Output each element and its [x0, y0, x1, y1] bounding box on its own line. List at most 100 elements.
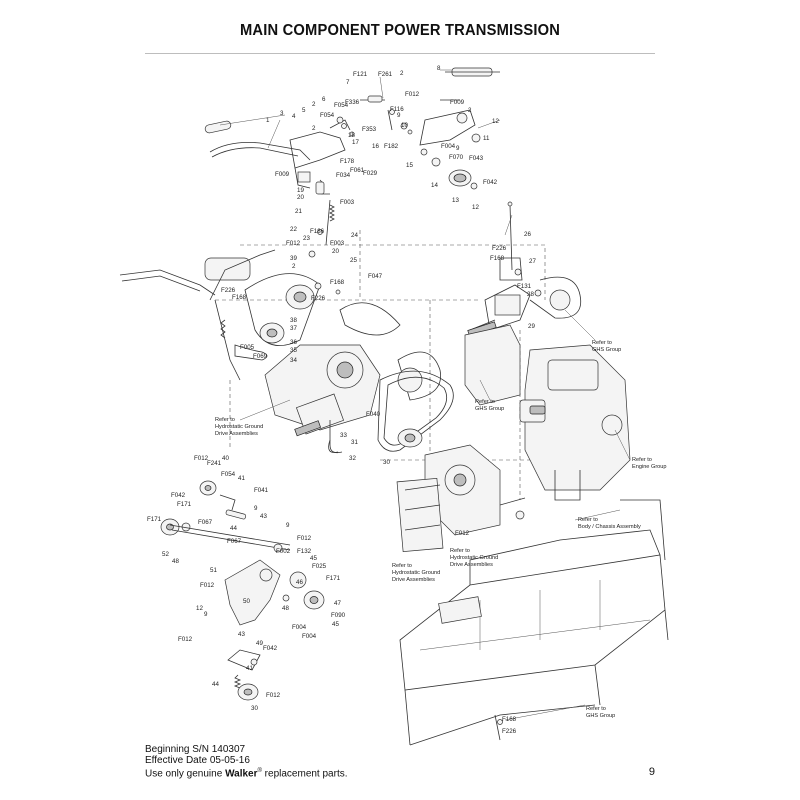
callout-label: F042 — [171, 492, 186, 499]
registered-mark: ® — [257, 768, 262, 774]
callout-label: 12 — [196, 605, 203, 612]
callout-label: 18 — [348, 132, 355, 139]
callout-label: 9 — [204, 611, 208, 618]
callout-label: F069 — [253, 353, 268, 360]
callout-label: 5 — [302, 107, 306, 114]
callout-label: 3 — [280, 110, 284, 117]
callout-label: 17 — [352, 139, 359, 146]
callout-label: F012 — [286, 240, 301, 247]
callout-label: F261 — [378, 71, 393, 78]
callout-label: 4 — [292, 113, 296, 120]
callout-label: 13 — [452, 197, 459, 204]
callout-label: F226 — [311, 295, 326, 302]
callout-label: 9 — [456, 145, 460, 152]
callout-label: 6 — [322, 96, 326, 103]
main-belt-drive — [119, 249, 401, 381]
callout-label: 1 — [266, 117, 270, 124]
serial-number: Beginning S/N 140307 — [145, 744, 246, 755]
callout-label: 45 — [332, 621, 339, 628]
brand-name: Walker — [225, 768, 258, 780]
page-number: 9 — [648, 766, 655, 778]
callout-label: F090 — [331, 612, 346, 619]
callout-label: 43 — [238, 631, 245, 638]
callout-label: 9 — [397, 112, 401, 119]
callout-label: 15 — [406, 162, 413, 169]
callout-label: F054 — [334, 102, 349, 109]
callout-label: F012 — [266, 692, 281, 699]
tensioner-assembly — [160, 420, 343, 701]
callout-label: 31 — [351, 439, 358, 446]
callout-label: F003 — [340, 199, 355, 206]
callout-label: 20 — [332, 248, 339, 255]
footer-info: Beginning S/N 140307 Effective Date 05-0… — [145, 744, 665, 779]
callout-label: 47 — [334, 600, 341, 607]
callout-label: 36 — [290, 339, 297, 346]
callout-label: 12 — [492, 118, 499, 125]
callout-label: F003 — [330, 240, 345, 247]
callout-label: 51 — [210, 567, 217, 574]
callout-label: F241 — [207, 460, 222, 467]
callout-label: 11 — [483, 135, 490, 142]
callout-label: 44 — [212, 681, 219, 688]
callout-label: F121 — [353, 71, 368, 78]
callout-label: F009 — [275, 171, 290, 178]
callout-label: F040 — [366, 411, 381, 418]
callout-label: F012 — [200, 582, 215, 589]
callout-label: F178 — [340, 158, 355, 165]
callout-label: F168 — [490, 255, 505, 262]
callout-label: 39 — [290, 255, 297, 262]
callout-label: F054 — [221, 471, 236, 478]
callout-label: 27 — [529, 258, 536, 265]
callout-label: F029 — [363, 170, 378, 177]
callout-label: F012 — [194, 455, 209, 462]
callout-label: 16 — [372, 143, 379, 150]
callout-label: 34 — [290, 357, 297, 364]
callout-label: 24 — [351, 232, 358, 239]
callout-label: 29 — [528, 323, 535, 330]
callout-label: F336 — [345, 99, 360, 106]
callout-label: 2 — [292, 263, 296, 270]
callout-label: F042 — [263, 645, 278, 652]
callout-label: 33 — [340, 432, 347, 439]
callout-label: F009 — [450, 99, 465, 106]
callout-label: F186 — [310, 228, 325, 235]
callout-label: 38 — [290, 317, 297, 324]
center-belt — [377, 370, 454, 452]
callout-label: F061 — [350, 167, 365, 174]
callout-label: F041 — [254, 487, 269, 494]
callout-label: F168 — [232, 294, 247, 301]
callout-label: F067 — [198, 519, 213, 526]
callout-label: 26 — [524, 231, 531, 238]
callout-label: F034 — [336, 172, 351, 179]
callout-label: F171 — [147, 516, 162, 523]
callout-label: 9 — [286, 522, 290, 529]
callout-label: F005 — [240, 344, 255, 351]
callout-label: 40 — [222, 455, 229, 462]
callout-label: 7 — [346, 79, 350, 86]
callout-label: 50 — [243, 598, 250, 605]
callout-label: 2 — [312, 101, 316, 108]
callout-label: 21 — [295, 208, 302, 215]
page-title: MAIN COMPONENT POWER TRANSMISSION — [239, 22, 561, 39]
callout-label: F132 — [297, 548, 312, 555]
callout-label: 41 — [238, 475, 245, 482]
callout-label: 52 — [162, 551, 169, 558]
callout-label: F047 — [368, 273, 383, 280]
callout-label: 44 — [230, 525, 237, 532]
callout-label: F168 — [330, 279, 345, 286]
callout-label: F116 — [390, 106, 404, 113]
callout-label: F131 — [517, 283, 532, 290]
callout-label: F070 — [449, 154, 464, 161]
callout-label: F012 — [297, 535, 312, 542]
callout-label: F226 — [492, 245, 507, 252]
callout-label: 49 — [256, 640, 263, 647]
callout-label: F012 — [178, 636, 193, 643]
callout-label: 12 — [472, 204, 479, 211]
